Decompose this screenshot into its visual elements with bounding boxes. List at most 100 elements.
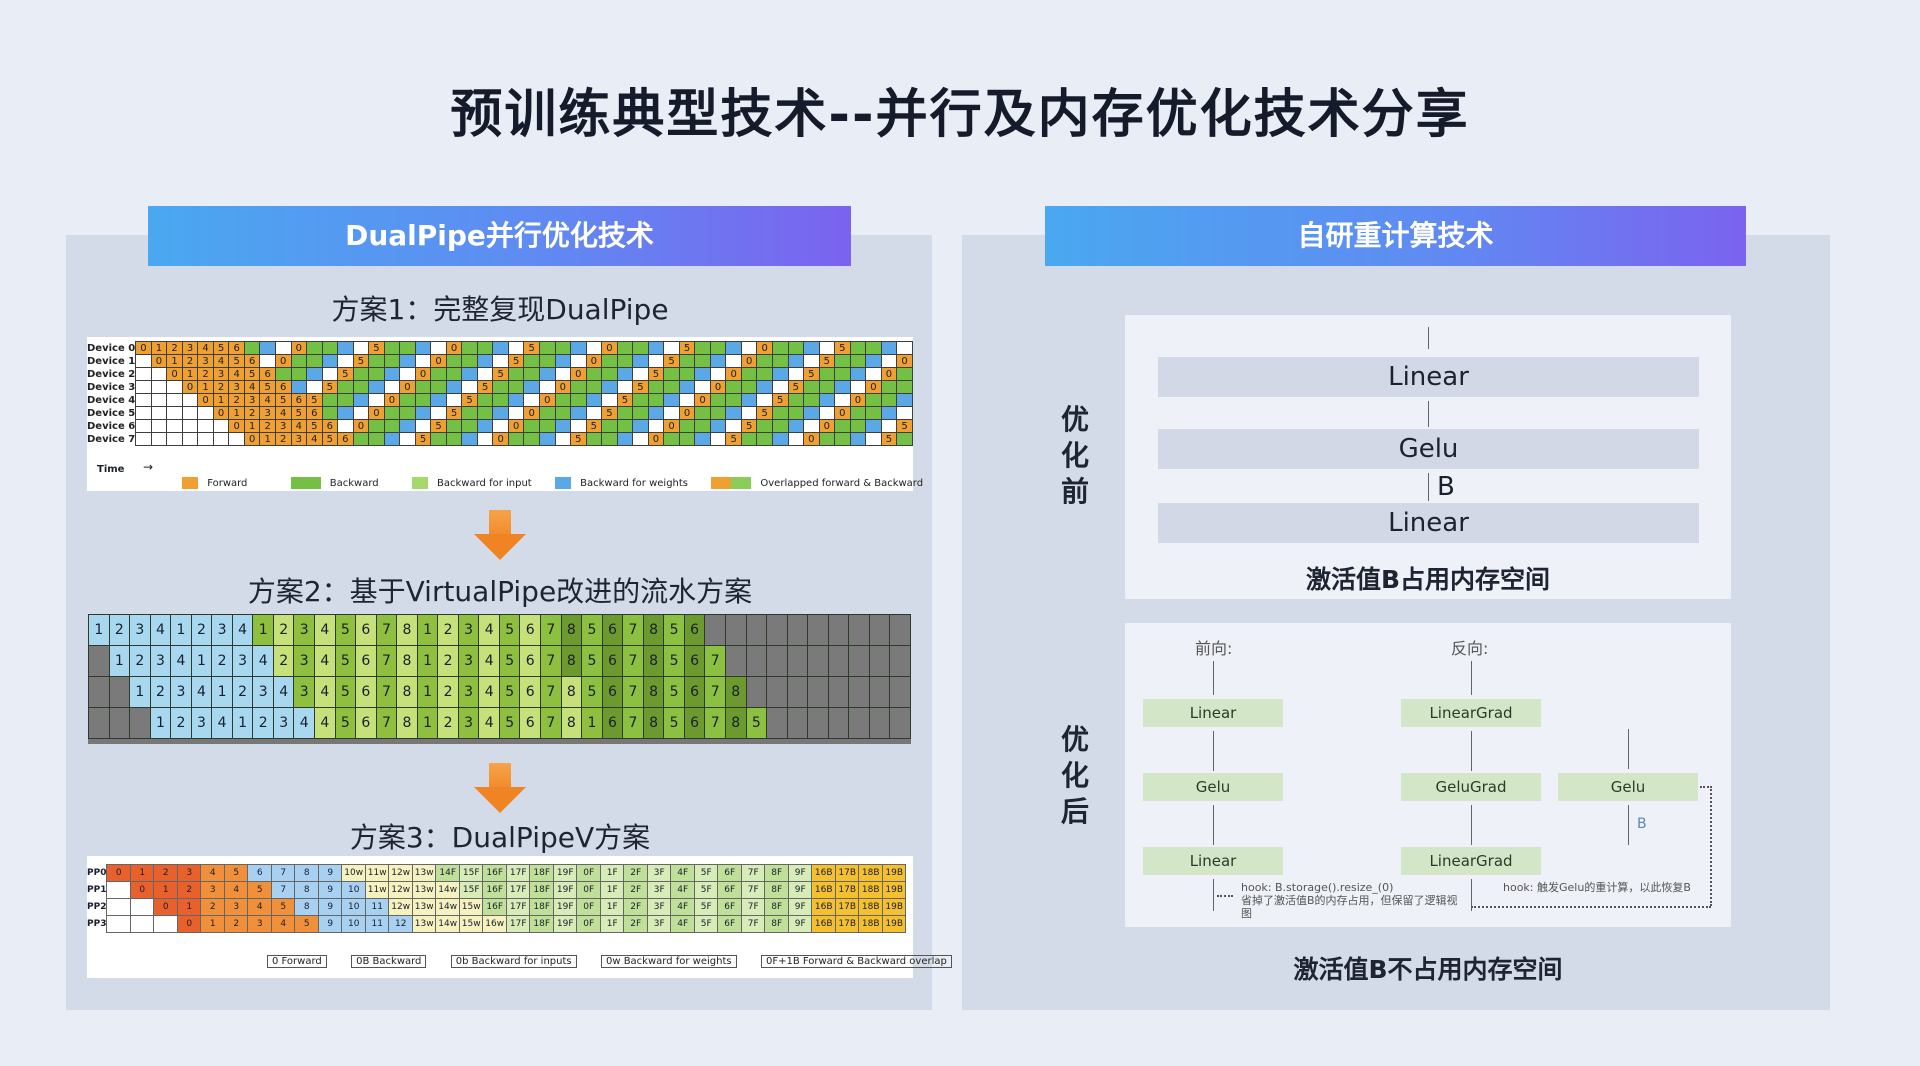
- schedule-cell: 6: [243, 354, 261, 368]
- schedule-cell: [725, 354, 742, 368]
- schedule-cell: [539, 419, 556, 433]
- schedule-cell: [694, 341, 711, 355]
- schedule-cell: [507, 341, 525, 355]
- pp-cell: 9: [317, 881, 343, 899]
- schedule-cell: [321, 354, 339, 368]
- schedule-cell: [880, 380, 898, 394]
- schedule-cell: [166, 419, 183, 433]
- schedule-cell: [445, 393, 463, 407]
- schedule-cell: [492, 341, 509, 355]
- pipeline-cell: 4: [293, 707, 316, 739]
- hook2-text: hook: 触发Gelu的重计算，以此恢复B: [1503, 881, 1691, 894]
- schedule-cell: [694, 406, 711, 420]
- schedule-cell: 4: [290, 419, 308, 433]
- legend-forward: Forward: [207, 478, 248, 489]
- schedule-cell: [539, 432, 556, 446]
- schedule-cell: [818, 406, 836, 420]
- schedule-cell: [492, 354, 509, 368]
- pipeline-cell: 2: [272, 614, 295, 646]
- schedule-cell: 1: [166, 354, 183, 368]
- pipeline-cell: 7: [704, 676, 726, 708]
- schedule-cell: [352, 393, 370, 407]
- schedule-cell: [725, 393, 742, 407]
- schedule-cell: [756, 367, 773, 381]
- schedule-cell: [243, 341, 261, 355]
- schedule-cell: 0: [849, 393, 867, 407]
- pipeline-cell: [807, 645, 829, 677]
- pipeline-cell: 3: [457, 707, 480, 739]
- schedule-cell: 3: [259, 406, 276, 420]
- pipeline-cell: 1: [129, 676, 151, 708]
- pipeline-cell: 6: [683, 676, 706, 708]
- schedule-cell: 0: [135, 341, 152, 355]
- schedule-cell: [865, 354, 882, 368]
- pipeline-cell: 5: [498, 645, 521, 677]
- pipeline-cell: [704, 614, 726, 646]
- pipeline-cell: 6: [355, 676, 377, 708]
- schedule-cell: [896, 341, 913, 355]
- pipeline-cell: 1: [231, 707, 254, 739]
- before-diagram-box: Linear Gelu B Linear 激活值B占用内存空间: [1125, 315, 1731, 599]
- schedule-cell: [756, 380, 773, 394]
- schedule-cell: [880, 393, 898, 407]
- schedule-cell: 5: [803, 367, 820, 381]
- pp-cell: 9: [317, 864, 343, 882]
- pipeline-cell: 5: [663, 645, 685, 677]
- pp-cell: 5: [270, 898, 296, 916]
- schedule-cell: [725, 419, 742, 433]
- pp-cell: 2F: [623, 864, 648, 882]
- schedule-cell: [896, 432, 913, 446]
- schedule-cell: [709, 432, 727, 446]
- schedule-cell: [337, 354, 354, 368]
- schedule-cell: 5: [725, 432, 742, 446]
- schedule-cell: [337, 406, 354, 420]
- pipeline-cell: 8: [560, 614, 583, 646]
- schedule-cell: [368, 419, 385, 433]
- before-caption: 激活值B占用内存空间: [1305, 565, 1551, 594]
- pp-cell: [153, 915, 178, 933]
- schedule-cell: [585, 367, 603, 381]
- schedule-cell: [445, 354, 463, 368]
- pipeline-cell: [766, 676, 788, 708]
- schedule-cell: [523, 419, 540, 433]
- legend-overlap: Overlapped forward & Backward: [760, 478, 924, 489]
- pp-cell: 2: [153, 864, 178, 882]
- schedule-cell: [818, 393, 836, 407]
- schedule-cell: [880, 341, 898, 355]
- schedule-cell: [476, 341, 494, 355]
- pp-cell: 10: [341, 915, 366, 933]
- pp-cell: 6F: [717, 864, 742, 882]
- schedule-cell: [306, 341, 323, 355]
- backward-title: 反向:: [1451, 639, 1489, 658]
- pp-cell: 13w: [411, 881, 437, 899]
- schedule-cell: 0: [212, 406, 230, 420]
- schedule-cell: [554, 393, 572, 407]
- pipeline-cell: 6: [601, 676, 624, 708]
- schedule-cell: [771, 354, 789, 368]
- schedule-cell: [461, 341, 478, 355]
- time-label: Time: [97, 464, 125, 475]
- pp-cell: 9F: [787, 881, 813, 899]
- pp-cell: 1F: [599, 881, 625, 899]
- schedule-cell: 5: [228, 354, 245, 368]
- pipeline-cell: 1: [416, 614, 439, 646]
- pipeline-cell: 4: [211, 707, 233, 739]
- pp-cell: 13w: [411, 915, 437, 933]
- pipeline-cell: 1: [149, 707, 172, 739]
- schedule-cell: [803, 393, 820, 407]
- pipeline-cell: 4: [314, 707, 336, 739]
- pipeline-cell: 1: [416, 707, 439, 739]
- schedule-cell: [787, 354, 805, 368]
- schedule-cell: [896, 393, 913, 407]
- schedule-cell: 5: [290, 406, 308, 420]
- forward-title: 前向:: [1195, 639, 1233, 658]
- pp-cell: 5F: [693, 915, 719, 933]
- schedule-cell: 3: [181, 341, 199, 355]
- pipeline-cell: 1: [211, 676, 233, 708]
- schedule-cell: [632, 354, 649, 368]
- pipeline-cell: 4: [272, 676, 295, 708]
- pipeline-cell: [766, 645, 788, 677]
- schedule-cell: [725, 406, 742, 420]
- schedule-cell: [306, 354, 323, 368]
- schedule-cell: 4: [212, 354, 230, 368]
